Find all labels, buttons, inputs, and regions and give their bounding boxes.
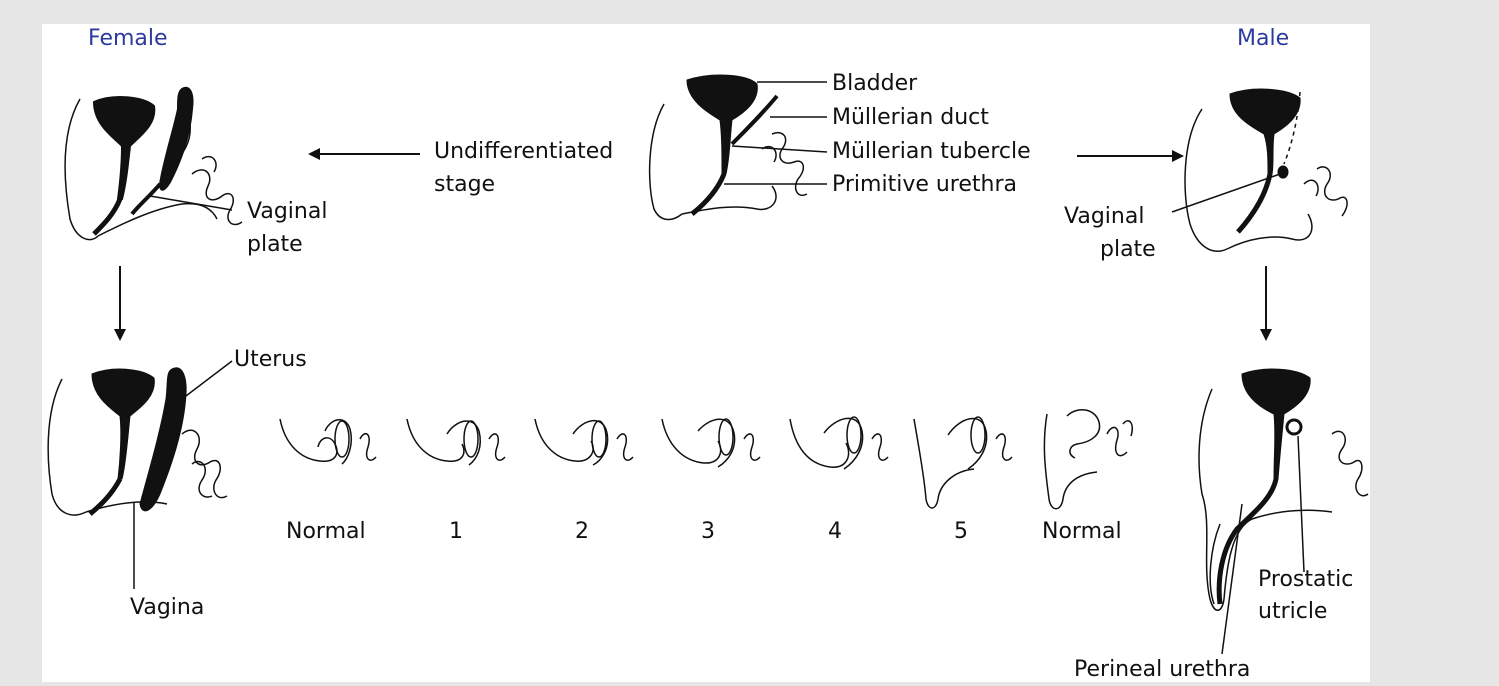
perineal-urethra-leader (1222, 504, 1242, 654)
undifferentiated-stage-label-1: Undifferentiated (434, 136, 613, 168)
female-final-solid (90, 368, 186, 514)
male-early-solid (1230, 89, 1300, 232)
series-figure-3 (662, 419, 760, 467)
series-label-normal-female: Normal (286, 516, 366, 548)
series-figures (280, 410, 1132, 509)
prostatic-utricle-mark (1287, 420, 1301, 434)
series-label-4: 4 (828, 516, 842, 548)
female-vaginal-plate-label-1: Vaginal (247, 196, 327, 228)
female-heading: Female (88, 23, 168, 55)
mullerian-duct-label: Müllerian duct (832, 102, 989, 134)
uterus-label: Uterus (234, 344, 307, 376)
female-early-solid (94, 88, 193, 234)
series-figure-5 (914, 417, 1012, 508)
series-figure-normal-male (1044, 410, 1132, 509)
series-figure-2 (535, 419, 633, 465)
series-label-5: 5 (954, 516, 968, 548)
undifferentiated-solid (687, 75, 777, 214)
prostatic-utricle-label-2: utricle (1258, 596, 1327, 628)
male-vaginal-plate-label-1: Vaginal (1064, 201, 1144, 233)
bladder-label: Bladder (832, 68, 917, 100)
series-label-1: 1 (449, 516, 463, 548)
series-label-normal-male: Normal (1042, 516, 1122, 548)
female-early-figure (65, 99, 242, 240)
diagram-panel: Female Male Undifferentiated stage Bladd… (42, 24, 1370, 682)
series-figure-4 (790, 417, 888, 469)
perineal-urethra-label: Perineal urethra (1074, 654, 1250, 686)
male-vaginal-plate-label-2: plate (1100, 234, 1156, 266)
prostatic-utricle-label-1: Prostatic (1258, 564, 1353, 596)
series-figure-normal-female (280, 419, 376, 464)
primitive-urethra-label: Primitive urethra (832, 169, 1017, 201)
prostatic-utricle-leader (1298, 436, 1304, 572)
series-label-2: 2 (575, 516, 589, 548)
male-heading: Male (1237, 23, 1289, 55)
undifferentiated-stage-label-2: stage (434, 169, 495, 201)
female-uterus-leader (182, 361, 232, 399)
vagina-label: Vagina (130, 592, 204, 624)
mullerian-tubercle-label: Müllerian tubercle (832, 136, 1031, 168)
series-label-3: 3 (701, 516, 715, 548)
series-figure-1 (407, 419, 505, 465)
female-vaginal-plate-label-2: plate (247, 229, 303, 261)
